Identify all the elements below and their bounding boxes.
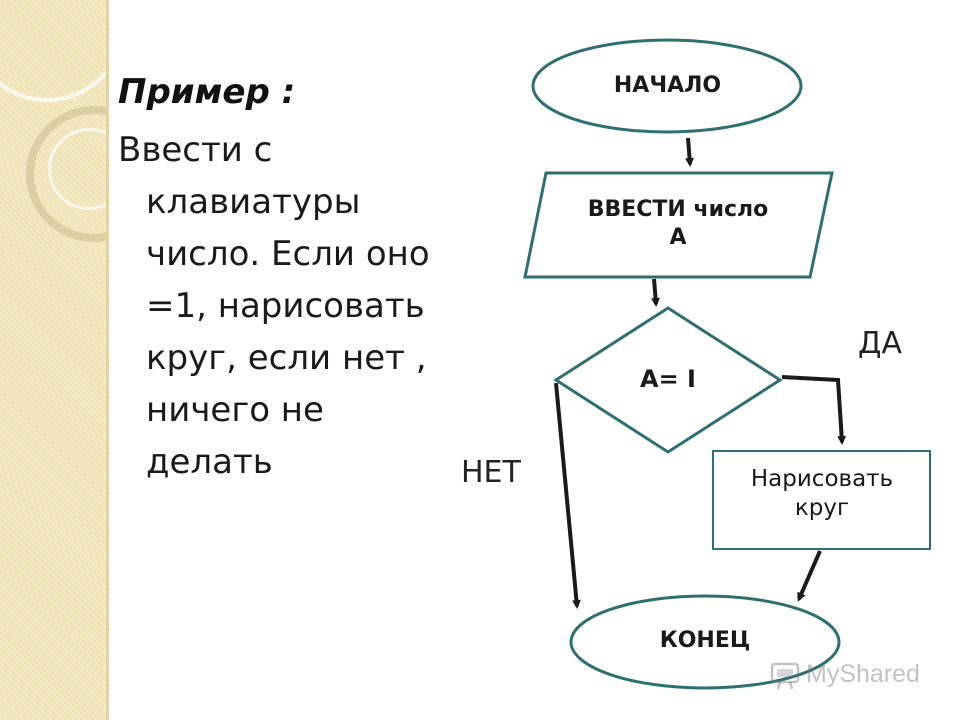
condition-label: А= I <box>640 365 696 393</box>
no-branch-label: НЕТ <box>461 455 521 490</box>
yes-branch-label: ДА <box>858 326 902 361</box>
arrow-action-to-end <box>797 550 822 602</box>
action-label-line: круг <box>794 494 850 521</box>
example-title: Пример : <box>118 72 296 112</box>
decorative-ring <box>0 0 106 102</box>
task-text-line: делать <box>146 442 273 482</box>
input-parallelogram-shape <box>523 171 834 279</box>
input-label-line: А <box>669 224 687 250</box>
action-label: Нарисовать круг <box>716 465 928 523</box>
condition-diamond-shape <box>553 306 783 454</box>
end-label: КОНЕЦ <box>659 628 751 653</box>
arrow-yes-branch <box>781 375 847 445</box>
action-label-line: Нарисовать <box>750 466 894 492</box>
task-text-line: число. Если оно <box>146 234 430 274</box>
task-text-line: клавиатуры <box>146 182 361 222</box>
arrow-start-to-input <box>685 137 695 167</box>
arrow-no-branch <box>554 382 581 609</box>
start-terminator-shape <box>531 38 803 134</box>
decorative-side-band <box>0 0 106 720</box>
side-band-edge <box>106 0 109 720</box>
end-terminator-shape <box>569 594 841 690</box>
task-text-line: Ввести с <box>118 130 273 170</box>
action-process-shape <box>712 450 931 550</box>
task-text-line: ничего не <box>146 390 324 430</box>
watermark-logo-icon <box>770 662 800 690</box>
watermark-text: MyShared <box>806 660 920 688</box>
input-label: ВВЕСТИ число А <box>548 196 808 251</box>
input-label-line: ВВЕСТИ число <box>587 197 769 222</box>
start-label: НАЧАЛО <box>613 73 722 98</box>
task-text-line: =1, нарисовать <box>146 286 425 326</box>
watermark: MyShared <box>768 656 938 696</box>
task-text-line: круг, если нет , <box>146 338 427 378</box>
arrow-input-to-condition <box>651 278 661 307</box>
